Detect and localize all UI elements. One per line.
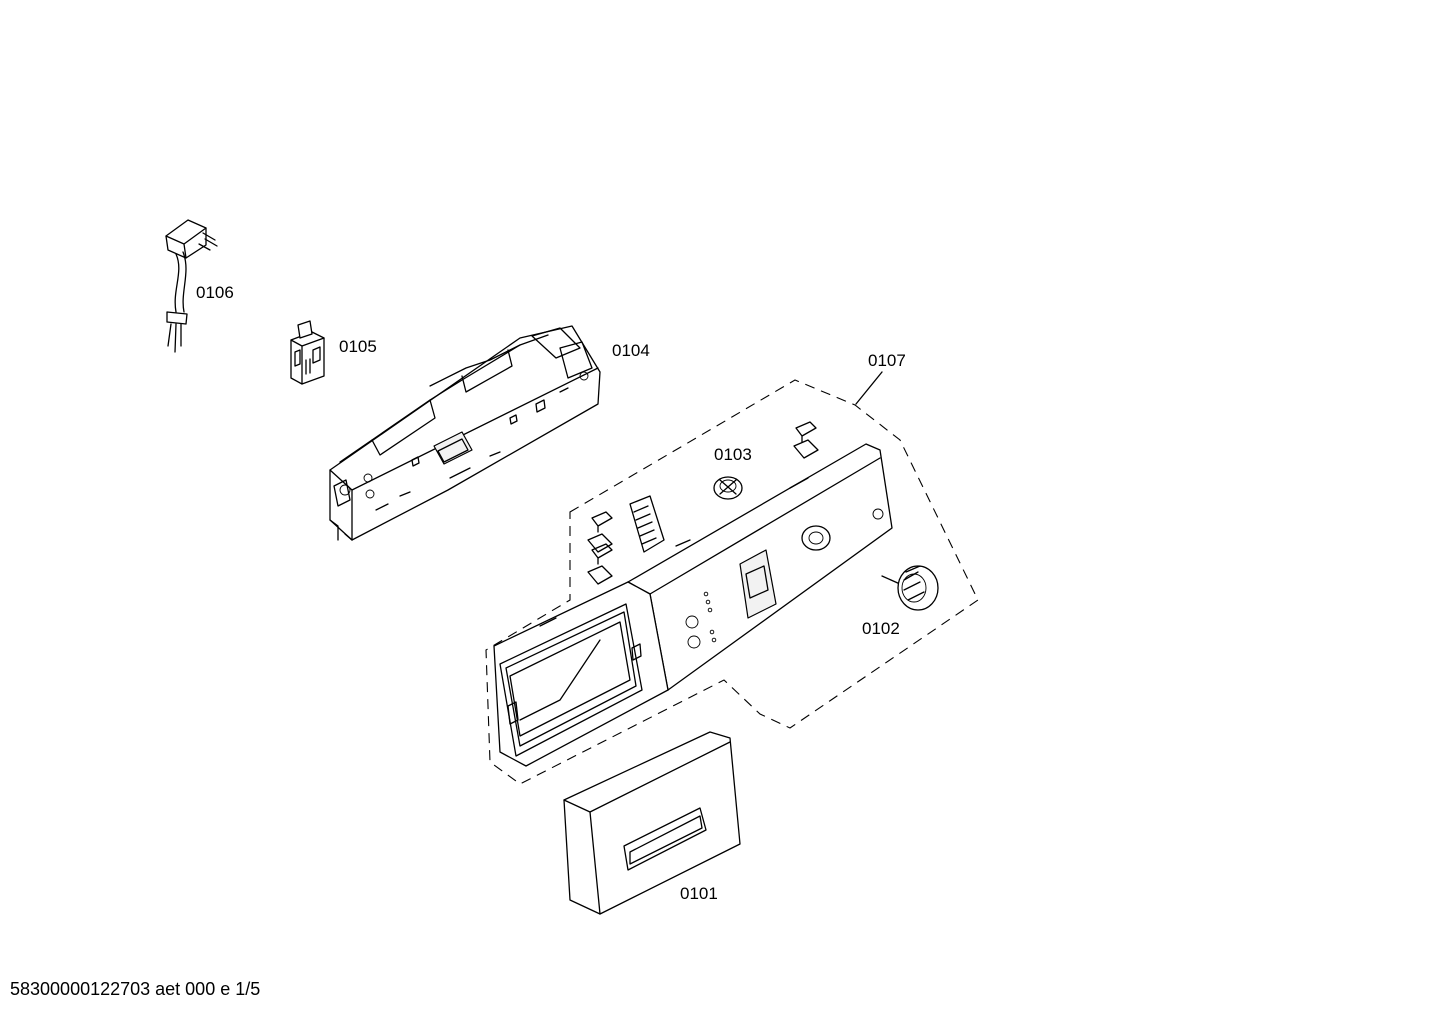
part-label-0106: 0106	[196, 283, 234, 302]
control-panel-fascia[interactable]	[493, 443, 893, 767]
part-labels: 0106 0105 0104 0107 0103 0102 0101	[196, 283, 906, 903]
part-label-0104: 0104	[612, 341, 650, 360]
button-pins	[587, 421, 819, 585]
document-id: 58300000122703 aet 000 e 1/5	[10, 979, 261, 999]
connector-part[interactable]	[290, 320, 325, 385]
leader-line-0107	[855, 371, 883, 405]
control-module-part[interactable]	[329, 325, 601, 541]
part-label-0103: 0103	[714, 445, 752, 464]
selector-knob-part[interactable]	[881, 565, 939, 611]
power-cord-part[interactable]	[165, 219, 218, 353]
assembly-group-outline	[485, 379, 979, 785]
part-label-0105: 0105	[339, 337, 377, 356]
part-label-0101: 0101	[680, 884, 718, 903]
part-label-0102: 0102	[862, 619, 900, 638]
rotary-insert-part[interactable]	[713, 476, 743, 500]
part-label-0107: 0107	[868, 351, 906, 370]
drawer-handle-part[interactable]	[563, 731, 741, 915]
